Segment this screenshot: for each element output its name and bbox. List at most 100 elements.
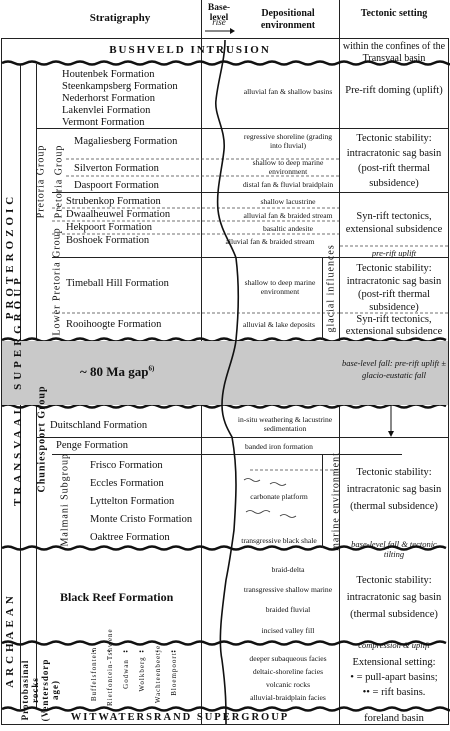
formation-duitschland: Duitschland Formation bbox=[50, 420, 148, 431]
header-stratigraphy: Stratigraphy bbox=[89, 12, 151, 24]
formation-nederhorst: Nederhorst Formation bbox=[62, 93, 156, 104]
div-boshoek bbox=[52, 257, 448, 258]
env-braid-delta: braid-delta bbox=[271, 565, 305, 574]
divider-vertical-2b bbox=[36, 405, 37, 709]
rise-arrow-icon bbox=[205, 28, 235, 34]
frame-right bbox=[448, 38, 449, 724]
tectonic-prerift-uplift: pre-rift uplift bbox=[371, 248, 417, 258]
env-insitu: in-situ weathering & lacustrine sediment… bbox=[237, 415, 333, 433]
tectonic-stability-4: Tectonic stability: intracratonic sag ba… bbox=[346, 575, 442, 620]
carbonate-wave-icons bbox=[243, 478, 297, 518]
tectonic-baselevel-tilting: base-level fall & tectonic tilting bbox=[351, 539, 437, 559]
tectonic-stability-1: Tectonic stability: intracratonic sag ba… bbox=[346, 133, 442, 189]
label-chuniespoort: Chuniespoort Group bbox=[36, 385, 48, 493]
gap-superscript: 6) bbox=[148, 364, 155, 373]
env-incised: incised valley fill bbox=[261, 626, 315, 635]
pullapart-marker-rietfontein: • bbox=[108, 648, 111, 656]
tectonic-riftbasins: •• = rift basins. bbox=[362, 687, 426, 698]
frame-bottom bbox=[1, 724, 449, 725]
tectonic-bushveld: within the confines of the Transvaal bas… bbox=[342, 41, 446, 64]
env-shallow-deep-2: shallow to deep marine environment bbox=[244, 278, 316, 296]
divider-vertical-2 bbox=[36, 64, 37, 339]
label-upper-pretoria: Pretoria Group bbox=[53, 144, 65, 219]
label-lower-pretoria: Lower Pretoria Group bbox=[51, 227, 63, 336]
marine-bar bbox=[322, 454, 323, 548]
formation-dwaalheuwel: Dwaalheuwel Formation bbox=[66, 209, 171, 220]
env-alluvial-fan: alluvial fan & shallow basins bbox=[243, 87, 333, 96]
header-tectonic: Tectonic setting bbox=[360, 8, 428, 19]
formation-strubenkop: Strubenkop Formation bbox=[66, 196, 161, 207]
header-baselevel: Base-level bbox=[207, 3, 231, 23]
label-malmani: Malmani Subgroup bbox=[59, 453, 71, 547]
env-shallow-deep-1: shallow to deep marine environment bbox=[252, 158, 324, 176]
env-braided-fluvial: braided fluvial bbox=[265, 605, 311, 614]
formation-magaliesberg: Magaliesberg Formation bbox=[74, 136, 178, 147]
witwatersrand-supergroup: WITWATERSRAND SUPERGROUP bbox=[70, 712, 290, 723]
env-carbonate: carbonate platform bbox=[250, 492, 308, 501]
frame-top bbox=[1, 38, 449, 39]
div-penge bbox=[52, 454, 402, 455]
formation-boshoek: Boshoek Formation bbox=[66, 235, 150, 246]
header-rise: rise bbox=[212, 17, 226, 27]
formation-rooihoogte: Rooihoogte Formation bbox=[66, 319, 162, 330]
div-top-group bbox=[36, 128, 448, 129]
tectonic-compression: compression & uplift bbox=[358, 640, 430, 650]
header-depositional: Depositional environment bbox=[260, 8, 316, 31]
tectonic-pullapart: • = pull-apart basins; bbox=[350, 672, 438, 683]
pullapart-marker-wachteenbeetje: • bbox=[156, 648, 159, 656]
tectonic-synrift-2: Syn-rift tectonics, extensional subsiden… bbox=[345, 314, 443, 337]
formation-blackreef: Black Reef Formation bbox=[60, 590, 174, 604]
label-archaean: ARCHAEAN bbox=[4, 592, 16, 688]
label-glacial: glacial influences bbox=[325, 244, 337, 333]
formation-hekpoort: Hekpoort Formation bbox=[66, 222, 153, 233]
rift-marker-wolkberg: •• bbox=[139, 648, 144, 656]
env-alluvial-braided: alluvial fan & braided stream bbox=[243, 211, 333, 220]
div-pretoria-mid bbox=[52, 192, 448, 193]
formation-timeball: Timeball Hill Formation bbox=[66, 278, 169, 289]
div-duitschland bbox=[36, 437, 448, 438]
formation-houtenbek: Houtenbek Formation bbox=[62, 69, 155, 80]
rift-marker-bloempoort: •• bbox=[171, 648, 176, 656]
label-transvaal: TRANSVAAL bbox=[12, 402, 24, 506]
formation-montecristo: Monte Cristo Formation bbox=[90, 514, 193, 525]
tectonic-prerift-doming: Pre-rift doming (uplift) bbox=[345, 85, 443, 96]
env-alluvial-lake: alluvial & lake deposits bbox=[243, 320, 315, 329]
env-transgressive-black: transgressive black shale bbox=[241, 536, 317, 545]
formation-steenkampsberg: Steenkampsberg Formation bbox=[62, 81, 178, 92]
gap-band bbox=[2, 341, 448, 405]
label-supergroup: SUPERGROUP bbox=[12, 274, 24, 390]
gap-text: ~ 80 Ma gap bbox=[80, 364, 149, 379]
arrow-down-icon bbox=[388, 405, 394, 437]
tectonic-synrift-1: Syn-rift tectonics, extensional subsiden… bbox=[345, 211, 443, 235]
env-alluvial-braidplain: alluvial-braidplain facies bbox=[250, 693, 326, 702]
env-volcanic: volcanic rocks bbox=[265, 680, 311, 689]
formation-lyttelton: Lyttelton Formation bbox=[90, 496, 175, 507]
tectonic-extensional: Extensional setting: bbox=[352, 657, 436, 668]
formation-oaktree: Oaktree Formation bbox=[90, 532, 170, 543]
formation-lakenvlei: Lakenvlei Formation bbox=[62, 105, 151, 116]
pullapart-marker-buffelsfontein: • bbox=[92, 648, 95, 656]
env-deeper: deeper subaqueous facies bbox=[249, 654, 327, 663]
rift-marker-godwan: •• bbox=[123, 648, 128, 656]
env-banded: banded iron formation bbox=[245, 442, 313, 451]
formation-daspoort: Daspoort Formation bbox=[74, 180, 159, 191]
env-deltaic: deltaic-shoreline facies bbox=[252, 667, 324, 676]
env-transgressive-shallow: transgressive shallow marine bbox=[243, 585, 333, 594]
gap-label: ~ 80 Ma gap6) bbox=[80, 364, 154, 380]
env-distal-fan: distal fan & fluvial braidplain bbox=[242, 180, 334, 189]
tectonic-baselevel-fall: base-level fall: pre-rift uplift ± glaci… bbox=[342, 358, 446, 380]
label-marine: marine environment bbox=[330, 452, 342, 551]
env-alluvial-braided-2: alluvial fan & braided stream bbox=[225, 237, 315, 246]
frame-left bbox=[1, 38, 2, 724]
glacial-bar bbox=[322, 258, 323, 340]
formation-eccles: Eccles Formation bbox=[90, 478, 164, 489]
tectonic-foreland: foreland basin bbox=[364, 713, 424, 724]
env-regressive: regressive shoreline (grading into fluvi… bbox=[243, 132, 333, 150]
tectonic-stability-2: Tectonic stability: intracratonic sag ba… bbox=[346, 263, 442, 313]
bushveld-intrusion: BUSHVELD INTRUSION bbox=[109, 44, 271, 56]
label-pretoria-group: Pretoria Group bbox=[35, 144, 47, 219]
formation-vermont: Vermont Formation bbox=[62, 117, 145, 128]
tectonic-stability-3: Tectonic stability: intracratonic sag ba… bbox=[346, 467, 442, 512]
formation-penge: Penge Formation bbox=[56, 440, 129, 451]
